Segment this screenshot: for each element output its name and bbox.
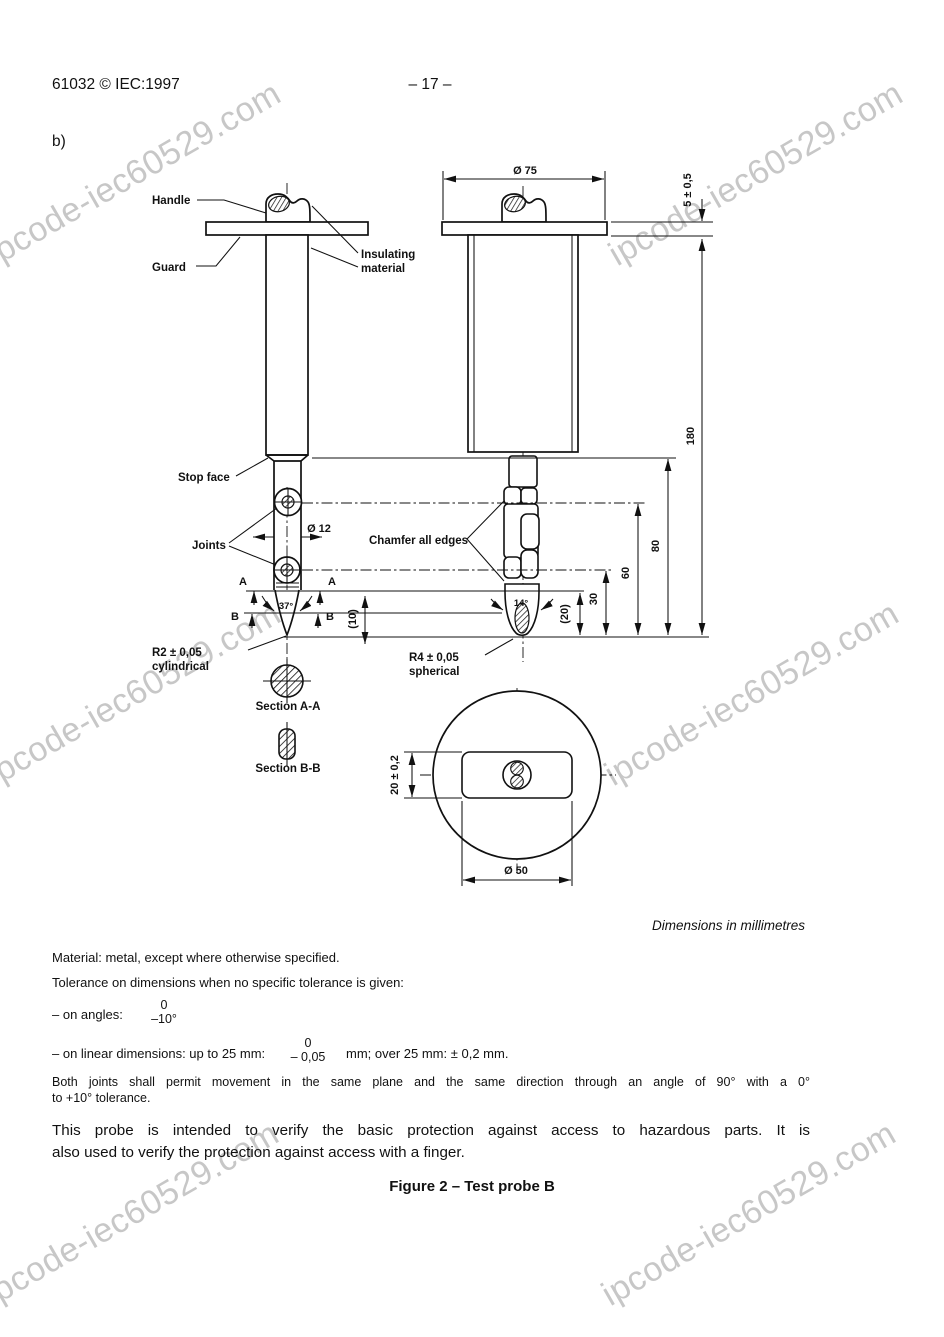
probe-purpose-text: also used to verify the protection again… [52,1144,465,1161]
angle-14-label: 14° [514,598,529,609]
callout-labels: Handle Guard Insulating material Stop fa… [152,195,514,678]
linear-tolerance-lower: – 0,05 [290,1050,326,1064]
dimension-lines: Ø 75 5 ± 0,5 180 80 60 30 (20) (10) Ø 12… [231,165,706,644]
dim-80-label: 80 [650,540,662,552]
linear-tolerance-fraction: 0 – 0,05 [282,1036,334,1064]
linear-tolerance-prefix: – on linear dimensions: up to 25 mm: [52,1046,266,1061]
r4-label: spherical [409,666,460,678]
section-views: Section A-A Section B-B [255,659,321,775]
joints-movement-note: to +10° tolerance. [52,1091,151,1105]
dim-dia50-label: Ø 50 [504,865,528,877]
r2-label: R2 ± 0,05 [152,647,202,659]
dim-dia12-label: Ø 12 [307,523,331,535]
insulating-material-label: Insulating [361,249,415,261]
joints-movement-note: Both joints shall permit movement in the… [52,1075,810,1089]
joints-label: Joints [192,540,226,552]
angle-37-label: 37° [279,601,294,612]
angles-tolerance-fraction: 0 –10° [140,998,188,1026]
dim-60-label: 60 [620,567,632,579]
section-a-marker: A [239,576,247,588]
angles-tolerance-upper: 0 [160,998,168,1012]
chamfer-label: Chamfer all edges [369,535,468,547]
front-view: 37° [205,183,369,662]
header-document-number: 61032 © IEC:1997 [52,76,180,93]
r2-label: cylindrical [152,661,209,673]
bottom-view: 20 ± 0,2 Ø 50 [389,688,616,886]
side-view: 14° [441,186,608,662]
dim-30-label: 30 [588,593,600,605]
stop-face-label: Stop face [178,472,230,484]
material-note: Material: metal, except where otherwise … [52,950,340,965]
probe-purpose-text: This probe is intended to verify the bas… [52,1122,810,1139]
extension-lines [244,171,713,638]
section-aa-label: Section A-A [256,701,321,713]
angles-tolerance-prefix: – on angles: [52,1007,123,1022]
insulating-material-label: material [361,263,405,275]
figure-caption: Figure 2 – Test probe B [389,1178,555,1195]
dim-180-label: 180 [685,427,697,445]
linear-tolerance-upper: 0 [304,1036,312,1050]
header-page-number: – 17 – [408,76,452,93]
guard-label: Guard [152,262,186,274]
dim-10-label: (10) [347,609,359,629]
dimensions-note: Dimensions in millimetres [651,918,805,933]
dim-20-02-label: 20 ± 0,2 [389,755,401,795]
tolerance-intro: Tolerance on dimensions when no specific… [52,975,404,990]
dim-dia75-label: Ø 75 [513,165,537,177]
linear-tolerance-suffix: mm; over 25 mm: ± 0,2 mm. [346,1046,509,1061]
section-a-marker: A [328,576,336,588]
dim-20-label: (20) [559,604,571,624]
handle-label: Handle [152,195,190,207]
section-bb-label: Section B-B [255,763,320,775]
r4-label: R4 ± 0,05 [409,652,459,664]
dim-5-label: 5 ± 0,5 [682,173,694,207]
section-b-marker: B [326,611,334,623]
angles-tolerance-lower: –10° [151,1012,177,1026]
item-label: b) [52,133,66,150]
section-b-marker: B [231,611,239,623]
